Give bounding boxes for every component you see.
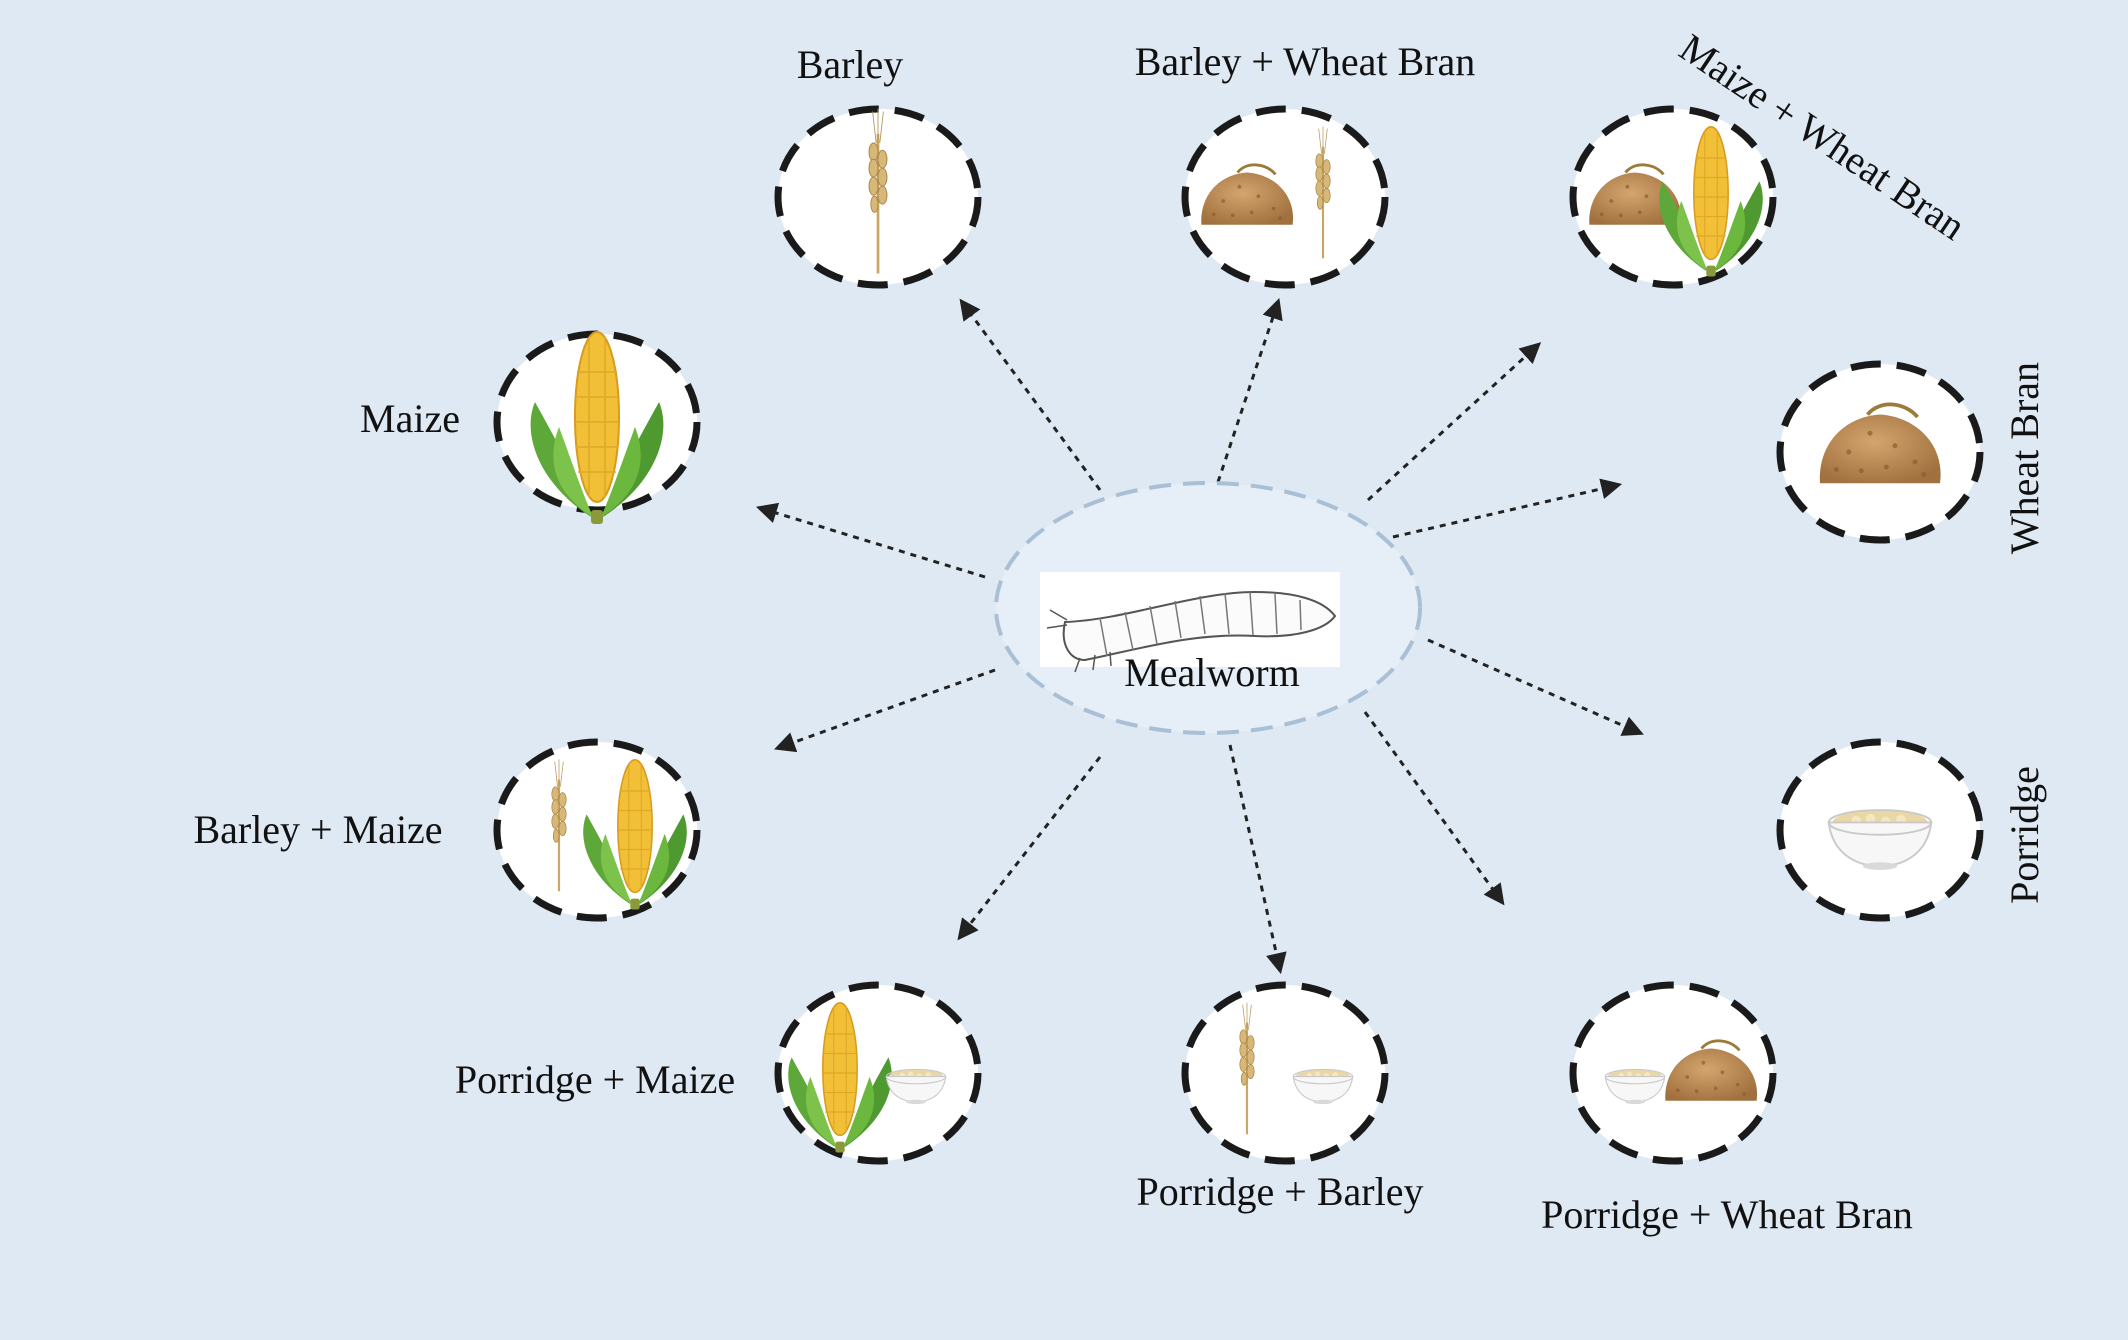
diet-label-porridge-maize: Porridge + Maize [455,1057,735,1102]
mealworm-node: Mealworm [994,481,1422,735]
diet-circle [1181,981,1389,1165]
arrow-to-barley-wheat-bran [1216,298,1283,483]
diet-label-barley: Barley [797,42,904,87]
mealworm-icon [1046,590,1337,673]
diet-label-wheat-bran: Wheat Bran [2002,362,2047,554]
diet-label-barley-wheat-bran: Barley + Wheat Bran [1135,39,1476,84]
diet-node-porridge: Porridge [1776,738,2047,922]
diet-node-barley-wheat-bran: Barley + Wheat Bran [1135,39,1476,289]
diet-label-porridge-wheat-bran: Porridge + Wheat Bran [1541,1192,1913,1237]
arrow-to-barley [959,298,1102,491]
arrow-to-porridge-wheat-bran [1363,711,1505,906]
diet-circle [774,981,982,1165]
arrow-to-porridge-barley [1228,744,1287,975]
arrow-to-wheat-bran [1392,478,1623,539]
arrow-to-maize [755,502,986,579]
diet-node-maize: Maize [360,330,701,525]
diet-label-porridge-barley: Porridge + Barley [1137,1169,1424,1214]
arrows-layer [755,298,1644,975]
diet-node-barley-maize: Barley + Maize [193,738,701,922]
diet-nodes: Barley Barley + Wheat Bran Maize + Wheat B… [193,25,2047,1237]
mealworm-label: Mealworm [1124,650,1300,695]
diet-label-barley-maize: Barley + Maize [193,807,442,852]
arrow-to-porridge [1427,638,1644,736]
diet-node-barley: Barley [774,42,982,289]
arrow-to-barley-maize [774,668,996,753]
diet-node-porridge-wheat-bran: Porridge + Wheat Bran [1541,981,1913,1237]
arrow-to-maize-wheat-bran [1366,342,1542,502]
diet-label-porridge: Porridge [2002,766,2047,904]
diet-label-maize: Maize [360,396,460,441]
diet-node-porridge-barley: Porridge + Barley [1137,981,1424,1214]
arrow-to-porridge-maize [957,756,1102,941]
diet-circle [493,738,701,922]
diet-node-porridge-maize: Porridge + Maize [455,981,982,1165]
diet-node-wheat-bran: Wheat Bran [1776,360,2047,554]
diet-node-maize-wheat-bran: Maize + Wheat Bran [1569,25,1974,289]
